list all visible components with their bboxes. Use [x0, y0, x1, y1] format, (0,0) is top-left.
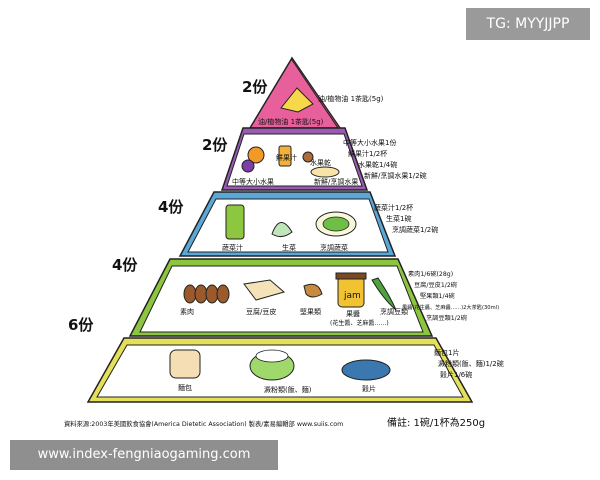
tier-protein-servings: 4份	[112, 256, 138, 274]
protein-note-1: 素肉1/6碗(28g)	[408, 270, 453, 278]
vegetable-note-1: 蔬菜汁1/2杯	[374, 203, 413, 212]
tier-vegetable: 4份 蔬菜汁 生菜 烹調蔬菜 蔬菜汁1/2杯 生菜1碗 烹調蔬菜1/2碗	[158, 191, 438, 257]
jam-jar-lid	[335, 272, 367, 280]
tier-vegetable-servings: 4份	[158, 198, 184, 216]
tier-fruit: 2份 中等大小水果 鮮果汁 水果乾 新鮮/烹調水果 中等大小水果1份 鮮果汁1/…	[202, 127, 427, 191]
tier-oil-servings: 2份	[242, 78, 268, 96]
grapes-image	[241, 159, 255, 173]
nuts-image	[303, 283, 323, 298]
grain-note-3: 穀片1/6碗	[440, 370, 472, 379]
protein-label-nuts: 堅果類	[300, 307, 321, 316]
lettuce-image	[271, 222, 293, 238]
tier-protein: jam 4份 素肉 豆腐/豆皮 堅果類 果醬 (花生醬、芝麻醬……) 烹調豆類 …	[112, 256, 499, 337]
fruit-note-2: 鮮果汁1/2杯	[348, 149, 387, 158]
grain-note-1: 麵包1片	[434, 348, 459, 357]
vegetable-note-3: 烹調蔬菜1/2碗	[392, 225, 438, 234]
juice-cup-image	[278, 145, 292, 167]
fruit-label-dried: 水果乾	[310, 158, 331, 167]
grain-label-bread: 麵包	[178, 383, 192, 392]
vegetable-note-2: 生菜1碗	[386, 214, 411, 223]
sausage-image	[183, 284, 230, 304]
protein-note-4: 果醬(花生醬、芝麻醬……)2大茶匙(30ml)	[402, 303, 499, 311]
protein-label-jam-detail: (花生醬、芝麻醬……)	[330, 319, 389, 327]
vegetable-juice-image	[225, 204, 245, 240]
protein-label-beans: 烹調豆類	[380, 307, 408, 316]
protein-note-5: 烹調豆類1/2碗	[426, 314, 467, 322]
orange-image	[247, 146, 265, 164]
cereal-bowl-image	[341, 359, 391, 381]
tier-oil-band-label: 油/植物油 1茶匙(5g)	[258, 117, 324, 126]
fruit-label-fresh: 新鮮/烹調水果	[314, 177, 358, 186]
grain-note-2: 澱粉類(飯、麵)1/2碗	[438, 359, 504, 368]
tier-grain-servings: 6份	[68, 316, 94, 334]
protein-label-jam: 果醬	[346, 309, 360, 318]
fruit-note-3: 水果乾1/4碗	[358, 160, 397, 169]
protein-label-tofu: 豆腐/豆皮	[246, 307, 276, 316]
cheese-block-image	[280, 87, 314, 113]
fruit-bowl-image	[310, 166, 340, 178]
url-watermark: www.index-fengniaogaming.com	[10, 440, 278, 470]
vegetable-label-lettuce: 生菜	[282, 243, 296, 252]
tier-grain: 6份 麵包 澱粉類(飯、麵) 穀片 麵包1片 澱粉類(飯、麵)1/2碗 穀片1/…	[68, 316, 504, 403]
bread-image	[169, 349, 201, 379]
beans-image	[371, 277, 397, 311]
rice-top	[255, 349, 289, 363]
fruit-label-medium: 中等大小水果	[232, 177, 274, 186]
vegetable-label-cooked: 烹調蔬菜	[320, 243, 348, 252]
watermark-badge: TG: MYYJJPP	[466, 8, 590, 40]
fruit-note-4: 新鮮/烹調水果1/2碗	[364, 171, 427, 180]
remark-footnote: 備註: 1碗/1杯為250g	[387, 416, 485, 429]
source-footnote: 資料來源:2003年美國飲食協會(America Dietetic Associ…	[64, 419, 343, 428]
tofu-image	[243, 279, 286, 301]
grain-label-cereal: 穀片	[362, 384, 376, 393]
fruit-note-1: 中等大小水果1份	[343, 138, 396, 147]
tier-oil: 油/植物油 1茶匙(5g) 2份 油/植物油 1茶匙(5g)	[242, 56, 384, 129]
dried-fruit-image	[302, 151, 314, 163]
cooked-vegetable-food	[322, 216, 350, 232]
grain-label-rice: 澱粉類(飯、麵)	[264, 385, 312, 394]
vegetable-label-juice: 蔬菜汁	[222, 243, 243, 252]
fruit-label-juice: 鮮果汁	[276, 153, 297, 162]
protein-label-meat: 素肉	[180, 307, 194, 316]
tier-oil-note-1: 油/植物油 1茶匙(5g)	[318, 94, 384, 103]
protein-note-3: 堅果類1/4碗	[420, 292, 455, 300]
tier-fruit-servings: 2份	[202, 136, 228, 154]
jam-label: jam	[343, 291, 361, 301]
protein-note-2: 豆腐/豆皮1/2碗	[414, 281, 457, 289]
